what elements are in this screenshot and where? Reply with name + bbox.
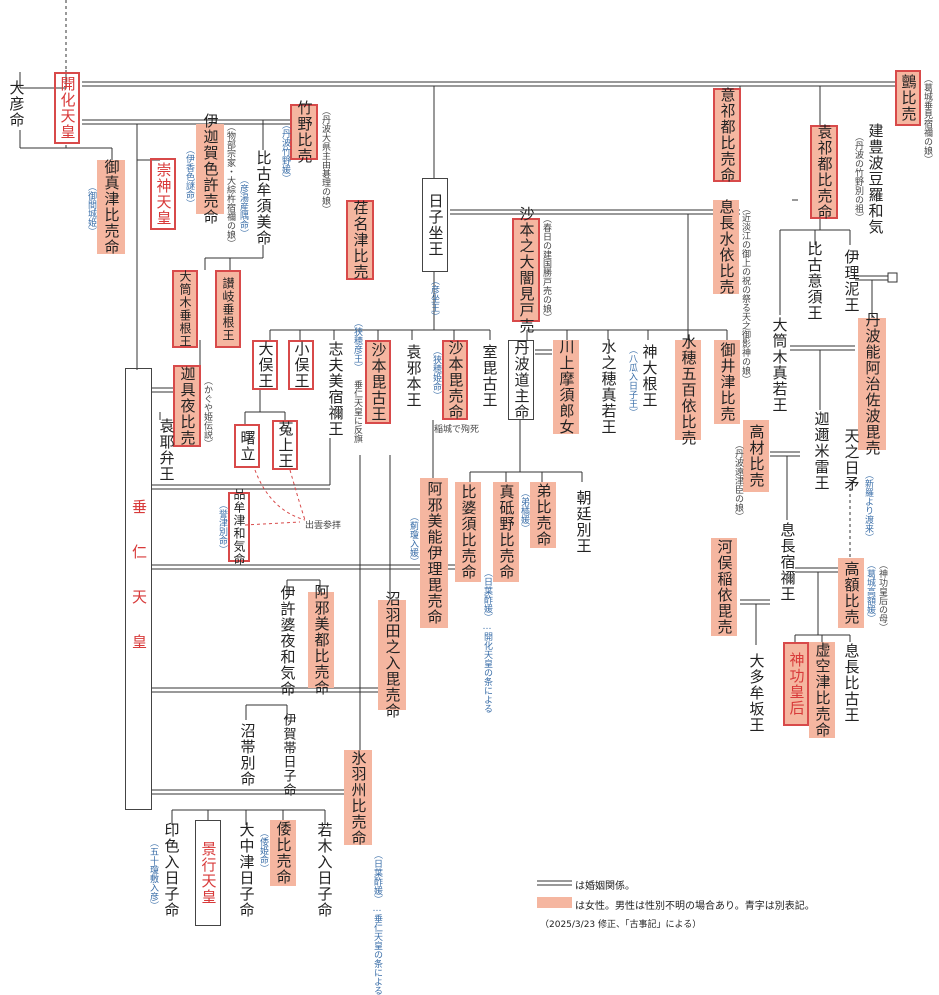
person-okitsu: 意祁都比売命	[713, 87, 741, 183]
note-hibasuhime: （日葉酢媛）…垂仁天皇の条による	[372, 850, 382, 995]
person-hinohoko: 天之日矛	[842, 428, 861, 492]
person-azami: 阿邪美能伊理毘売命	[420, 478, 448, 628]
person-sahobito: 沙本之大闇見戸売	[512, 206, 540, 334]
person-okitomo: 伊許婆夜和気命	[278, 585, 297, 697]
note-hikoimasu: （彦湯産隅命）	[238, 175, 248, 238]
person-nubatanoiri: 沼羽田之入毘売命	[378, 591, 406, 719]
person-suinin: 垂仁天皇	[125, 368, 152, 810]
note-sahobito: （春日の建国勝戸売の娘）	[541, 214, 551, 322]
person-takeno: 竹野比売	[290, 100, 318, 164]
note-takanuka2: （葛城高額媛）	[865, 560, 875, 623]
person-tanbamichi: 丹波道主命	[508, 340, 534, 420]
note-ikagashiko-side: （物部宗家・大綜杵宿禰の娘）	[225, 122, 235, 248]
person-jingu: 神功皇后	[783, 642, 809, 726]
person-iripine: 伊理泥王	[842, 249, 861, 313]
person-kaguyahime: 迦具夜比売	[173, 365, 201, 447]
person-murobiko: 室毘古王	[480, 344, 499, 408]
person-sujin: 崇神天皇	[150, 158, 176, 230]
person-soratsu: 虚空津比売命	[809, 642, 835, 738]
person-okinagamizuyori: 息長水依比売	[713, 199, 739, 295]
person-inishiki: 印色入日子命	[162, 822, 181, 918]
person-ohotsutsukitaruhine: 大筒木垂根王	[172, 270, 198, 348]
note-azami: （薊瓊入媛）	[408, 512, 418, 566]
person-keiko: 景行天皇	[195, 820, 221, 926]
person-ukeitsu: 袁祁都比売命	[810, 124, 838, 220]
person-kawakami: 川上摩須郎女	[553, 339, 579, 435]
person-unakami: 菟上王	[272, 420, 298, 470]
legend-female: は女性。男性は性別不明の場合あり。青字は別表記。	[575, 901, 815, 912]
note-okinagamizuyori: （近淡江の御上の祝の祭る天之御影神の娘）	[740, 204, 750, 384]
person-kaika: 開化天皇	[54, 72, 80, 144]
person-honmutsuwake: 品牟津和気命	[228, 488, 250, 566]
note-kotatehiko: （丹波の竹野別の祖）	[853, 132, 863, 222]
person-okinagasukune: 息長宿禰王	[778, 522, 797, 602]
note-sahobime: （狭穂姫命）	[431, 346, 441, 400]
note-kaguyahime: （かぐや姫伝説）	[202, 376, 212, 448]
person-okobe: 袁耶弁王	[157, 418, 176, 482]
person-komotsu: 荏名津比売	[346, 200, 374, 280]
note-inishiki: （五十瓊敷入彦）	[148, 838, 158, 910]
genealogy-lines	[19, 0, 898, 908]
person-hibasuhime: 氷羽州比売命	[344, 750, 372, 846]
person-ozabe: 袁邪本王	[404, 344, 423, 408]
person-igataraishi: 伊賀帯日子命	[280, 713, 296, 797]
person-omata: 小俣王	[288, 340, 314, 390]
note-izumo: 出雲参拝	[305, 521, 342, 531]
person-oohiko: 大彦命	[7, 80, 26, 128]
person-hibasu: 比婆須比売命	[455, 482, 481, 582]
person-ohotsutsukimawaka: 大筒木真若王	[770, 317, 789, 413]
person-mizunohomawaka: 水之穂真若王	[599, 339, 618, 435]
person-akebono: 曙立	[234, 424, 260, 468]
note-sahobiko-side: 垂仁天皇に反旗	[352, 380, 362, 443]
person-tanbanoachisa: 丹波能阿治佐波毘売	[858, 312, 886, 456]
person-kotatehiko: 建豊波豆羅和気	[866, 123, 885, 235]
person-sanukitarune: 讃岐垂根王	[215, 270, 241, 348]
person-takanuka: 高額比売	[838, 558, 864, 628]
note-honmutsuwake: （誉津別命）	[217, 500, 227, 554]
legend-source: （2025/3/23 修正、「古事記」による）	[540, 920, 702, 930]
person-sahobiko: 沙本毘古王	[365, 340, 391, 424]
person-ikagashiko: 伊迦賀色許売命	[196, 113, 224, 225]
note-takanuka: （神功皇后の母）	[877, 560, 887, 632]
person-mikitsu: 御井津比売	[714, 340, 740, 424]
person-azamitsu: 阿邪美都比売命	[308, 584, 334, 696]
person-asatowake: 朝廷別王	[574, 490, 593, 554]
person-ookatsu: 大中津日子命	[237, 822, 256, 918]
person-matono: 真砥野比売命	[493, 482, 519, 582]
note-hibasu: （日葉酢媛）…開化天皇の条による	[482, 568, 492, 713]
person-wakakiiri: 若木入日子命	[315, 822, 334, 918]
person-ootaka: 大多牟坂王	[747, 653, 766, 733]
person-hikoimasu2: 日子坐王	[422, 178, 448, 272]
note-hinohoko: （新羅より渡来）	[863, 470, 873, 542]
person-mimakitsu: 御真津比売命	[97, 159, 125, 255]
person-kawamata: 河俣稲依毘売	[711, 538, 737, 636]
person-okinagahiko: 息長比古王	[842, 643, 861, 723]
note-otohime: （弟橘媛）	[519, 488, 529, 533]
note-yamato: （倭姫命）	[258, 828, 268, 873]
note-takaki: （丹波遠津臣の娘）	[733, 440, 743, 521]
note-kamioone: （八瓜入日子王）	[627, 345, 637, 417]
note-sahobime-side: 稲城で殉死	[434, 425, 480, 435]
person-mizuhoioyori: 水穂五百依比売	[675, 334, 701, 446]
legend-marriage: は婚姻関係。	[575, 881, 635, 892]
person-kazuranomi: 迦邇米雷王	[812, 411, 831, 491]
note-hikoimasu2: （彦坐王）	[429, 276, 439, 321]
person-yamato: 倭比売命	[270, 820, 296, 886]
person-hikoyasu: 比古意須王	[805, 241, 824, 321]
person-takaki: 高材比売	[743, 420, 769, 492]
note-washi: （葛城垂見宿禰の娘）	[922, 74, 932, 164]
person-kamioone: 神大根王	[640, 344, 659, 408]
person-shibu: 志夫美宿禰王	[326, 341, 345, 437]
person-numatarashi: 沼帯別命	[238, 723, 257, 787]
person-washi: 鸇比売	[895, 70, 921, 126]
person-otohime: 弟比売命	[530, 482, 556, 548]
note-sahobiko: （狭穂彦王）	[352, 318, 362, 372]
person-ooyasu: 大俣王	[252, 340, 278, 390]
note-takeno-side: （丹波大県主由碁理の娘）	[320, 106, 330, 214]
person-sahobime: 沙本毘売命	[442, 340, 468, 420]
note-ikagashiko: （伊香色謎命）	[184, 145, 194, 208]
note-mimakitsu: （御間城姫）	[86, 182, 96, 236]
person-hikoimasu: 比古牟須美命	[254, 149, 273, 246]
note-takeno: （丹波竹野媛）	[280, 120, 290, 183]
